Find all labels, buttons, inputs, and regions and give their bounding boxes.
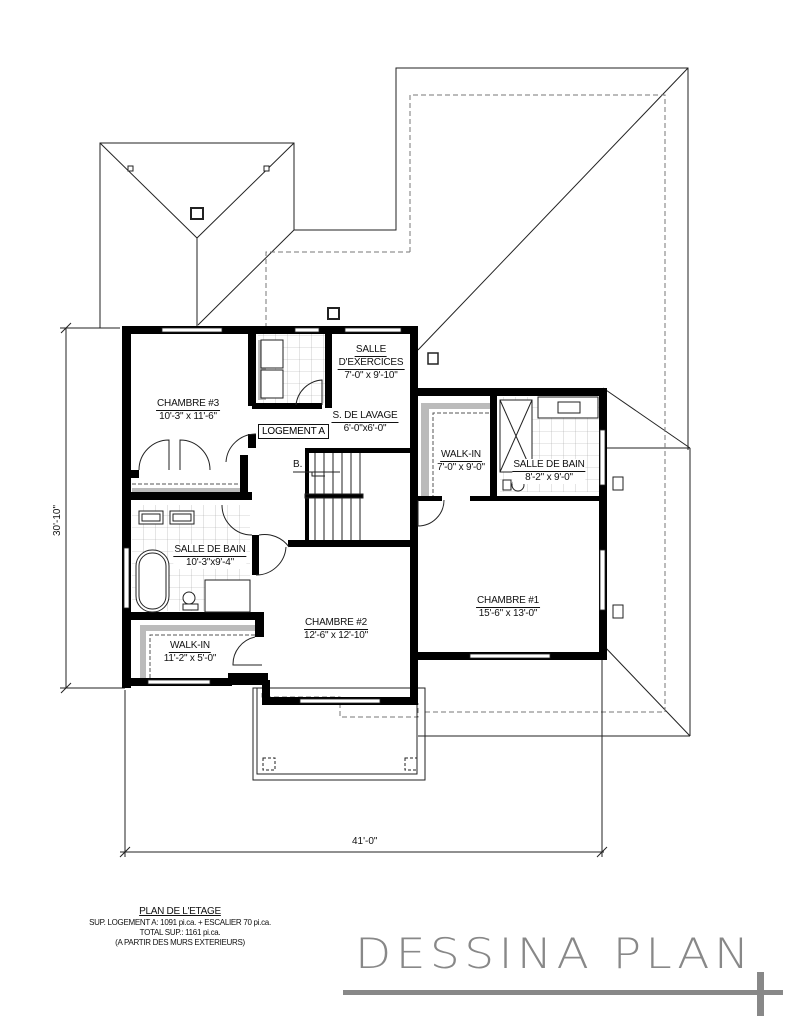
room-label-chambre-1: CHAMBRE #1 15'-6" x 13'-0" [476, 595, 540, 620]
room-name: CHAMBRE #3 [156, 398, 220, 411]
room-label-s-de-lavage: S. DE LAVAGE 6'-0"x6'-0" [331, 410, 399, 435]
stairs [293, 453, 364, 540]
stair-mark: B. [293, 459, 303, 470]
room-label-salle-de-bain-2: SALLE DE BAIN 10'-3"x9'-4" [173, 544, 247, 569]
overall-depth-dimension: 30'-10" [52, 504, 63, 536]
plan-caption: PLAN DE L'ETAGE SUP. LOGEMENT A: 1091 pi… [70, 907, 290, 948]
room-name: D'EXERCICES [337, 357, 405, 370]
roof-outline [99, 67, 691, 737]
plan-title: PLAN DE L'ETAGE [139, 906, 221, 917]
closet-dashed [132, 412, 493, 678]
windows [123, 327, 606, 704]
room-size: 12'-6" x 12'-10" [304, 630, 368, 641]
roof-vents [127, 165, 624, 771]
room-size: 8'-2" x 9'-0" [525, 472, 573, 483]
room-size: 11'-2" x 5'-0" [163, 653, 217, 664]
unit-tag: LOGEMENT A [258, 424, 329, 439]
room-label-chambre-2: CHAMBRE #2 12'-6" x 12'-10" [304, 617, 368, 642]
room-name: SALLE DE BAIN [173, 544, 247, 557]
room-label-salle-exercices: SALLE D'EXERCICES 7'-0" x 9'-10" [337, 344, 405, 382]
room-label-walk-in-1: WALK-IN 7'-0" x 9'-0" [437, 449, 485, 474]
room-label-chambre-3: CHAMBRE #3 10'-3" x 11'-6" [156, 398, 220, 423]
room-name: SALLE DE BAIN [512, 459, 586, 472]
room-size: 7'-0" x 9'-10" [344, 370, 398, 381]
room-name-line-1: SALLE [354, 344, 388, 357]
room-size: 10'-3" x 11'-6" [159, 411, 217, 422]
dimension-lines [60, 322, 608, 858]
room-size: 6'-0"x6'-0" [343, 423, 387, 434]
area-line-3: (A PARTIR DES MURS EXTERIEURS) [115, 938, 245, 947]
room-name: CHAMBRE #2 [304, 617, 368, 630]
overall-width-dimension: 41'-0" [352, 836, 378, 847]
front-porch [252, 687, 426, 781]
room-size: 10'-3"x9'-4" [185, 557, 234, 568]
room-name: WALK-IN [169, 640, 211, 653]
room-name: CHAMBRE #1 [476, 595, 540, 608]
area-line-2: TOTAL SUP.: 1161 pi.ca. [139, 928, 221, 937]
room-name: WALK-IN [440, 449, 482, 462]
room-size: 7'-0" x 9'-0" [437, 462, 485, 473]
room-size: 15'-6" x 13'-0" [478, 608, 538, 619]
fixtures [135, 339, 599, 613]
brand-logo-text: DESSINA PLAN [355, 929, 754, 978]
room-label-salle-de-bain-1: SALLE DE BAIN 8'-2" x 9'-0" [512, 459, 586, 484]
room-label-walk-in-2: WALK-IN 11'-2" x 5'-0" [163, 640, 217, 665]
door-swings [138, 379, 445, 666]
area-line-1: SUP. LOGEMENT A: 1091 pi.ca. + ESCALIER … [89, 918, 271, 927]
room-name: S. DE LAVAGE [331, 410, 399, 423]
